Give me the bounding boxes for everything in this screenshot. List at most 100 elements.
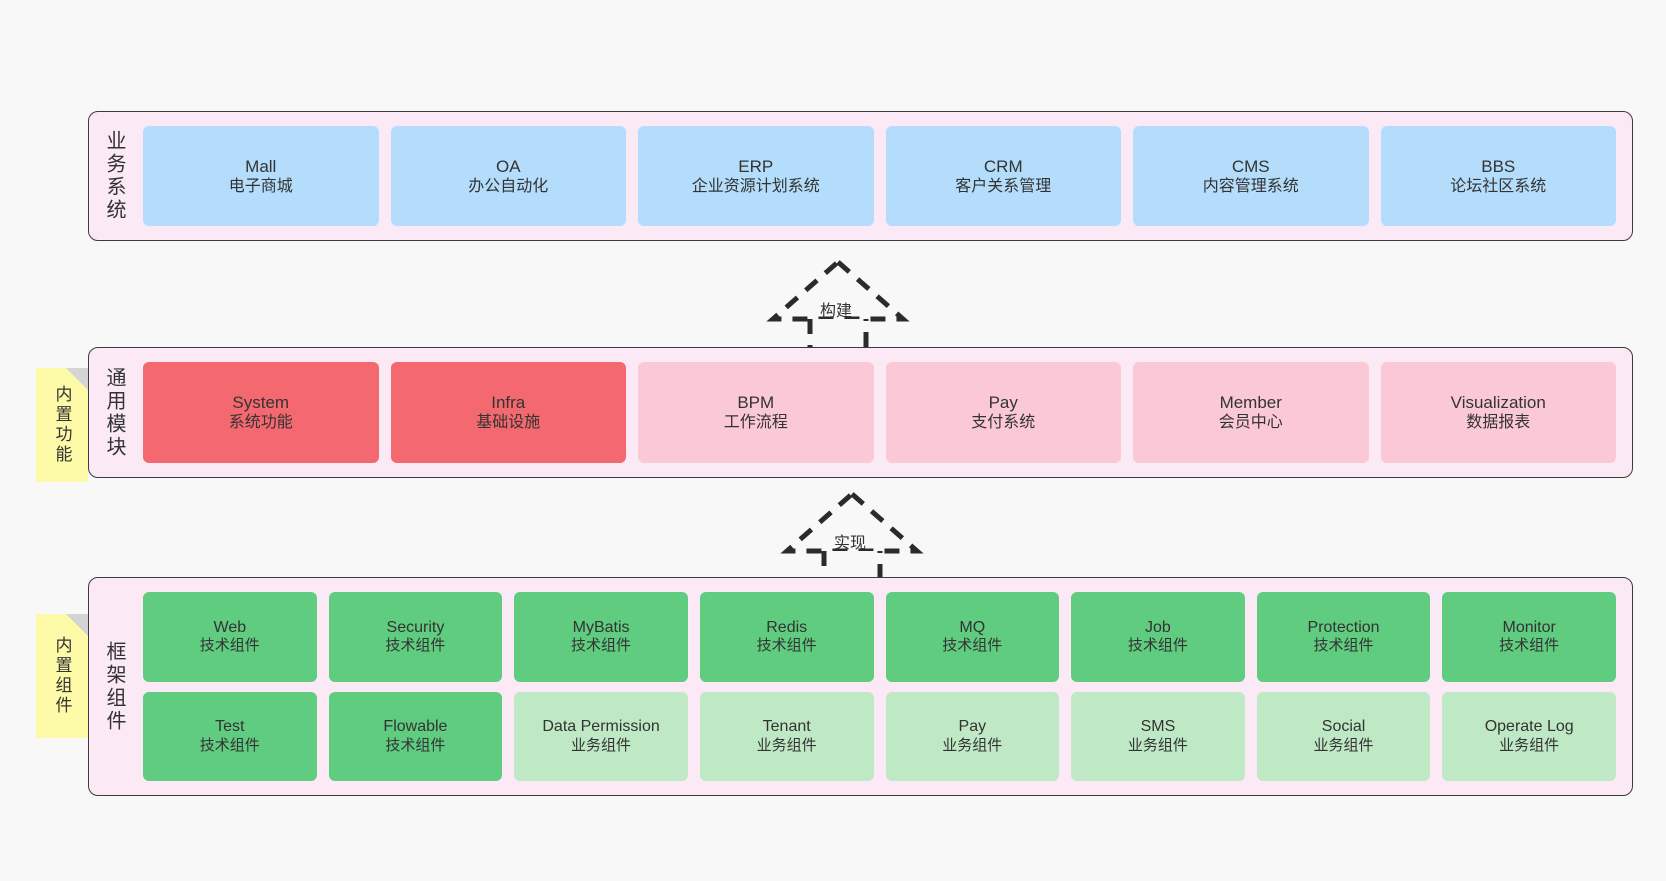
node-erp[interactable]: ERP 企业资源计划系统 bbox=[638, 126, 874, 226]
node-subtitle: 业务组件 bbox=[571, 736, 632, 754]
node-subtitle: 技术组件 bbox=[385, 736, 446, 754]
layer-title-framework: 框架组件 bbox=[103, 640, 125, 733]
node-title: Social bbox=[1321, 718, 1366, 736]
node-infra[interactable]: Infra 基础设施 bbox=[390, 362, 626, 463]
node-redis[interactable]: Redis 技术组件 bbox=[699, 592, 874, 682]
node-subtitle: 业务组件 bbox=[1127, 736, 1188, 754]
node-title: Mall bbox=[245, 156, 277, 176]
node-monitor[interactable]: Monitor 技术组件 bbox=[1442, 592, 1616, 682]
layer-common-modules: 通用模块 System 系统功能 Infra 基础设施 BPM 工作流程 Pay… bbox=[88, 347, 1633, 478]
node-subtitle: 技术组件 bbox=[199, 736, 260, 754]
node-title: Operate Log bbox=[1484, 718, 1574, 736]
node-subtitle: 技术组件 bbox=[942, 637, 1003, 655]
node-oa[interactable]: OA 办公自动化 bbox=[390, 126, 626, 226]
node-title: CRM bbox=[983, 156, 1023, 176]
connector-implement: 实现 bbox=[772, 489, 932, 592]
node-title: CMS bbox=[1231, 156, 1270, 176]
node-bbs[interactable]: BBS 论坛社区系统 bbox=[1380, 126, 1616, 226]
node-visualization[interactable]: Visualization 数据报表 bbox=[1380, 362, 1616, 463]
node-subtitle: 技术组件 bbox=[385, 637, 446, 655]
node-test[interactable]: Test 技术组件 bbox=[143, 691, 317, 781]
node-title: Protection bbox=[1307, 618, 1380, 636]
node-crm[interactable]: CRM 客户关系管理 bbox=[885, 126, 1121, 226]
node-subtitle: 技术组件 bbox=[571, 637, 632, 655]
node-cms[interactable]: CMS 内容管理系统 bbox=[1133, 126, 1369, 226]
node-subtitle: 技术组件 bbox=[199, 637, 260, 655]
common-node-grid: System 系统功能 Infra 基础设施 BPM 工作流程 Pay 支付系统… bbox=[139, 348, 1632, 477]
node-operate-log[interactable]: Operate Log 业务组件 bbox=[1442, 691, 1616, 781]
node-title: BPM bbox=[737, 393, 775, 413]
node-subtitle: 技术组件 bbox=[756, 637, 817, 655]
node-subtitle: 论坛社区系统 bbox=[1450, 177, 1547, 195]
node-title: Monitor bbox=[1502, 618, 1556, 636]
node-title: BBS bbox=[1481, 156, 1516, 176]
layer-title-common: 通用模块 bbox=[103, 366, 125, 459]
node-title: Tenant bbox=[762, 718, 811, 736]
node-subtitle: 业务组件 bbox=[1313, 736, 1374, 754]
node-subtitle: 内容管理系统 bbox=[1202, 177, 1299, 195]
node-mq[interactable]: MQ 技术组件 bbox=[885, 592, 1060, 682]
node-title: Web bbox=[213, 618, 247, 636]
node-title: Redis bbox=[766, 618, 808, 636]
node-subtitle: 技术组件 bbox=[1499, 637, 1560, 655]
node-title: SMS bbox=[1140, 718, 1176, 736]
node-title: MyBatis bbox=[572, 618, 630, 636]
node-title: MQ bbox=[959, 618, 986, 636]
node-title: ERP bbox=[738, 156, 774, 176]
connector-build: 构建 bbox=[758, 257, 918, 360]
node-system[interactable]: System 系统功能 bbox=[143, 362, 379, 463]
node-mall[interactable]: Mall 电子商城 bbox=[143, 126, 379, 226]
node-pay-component[interactable]: Pay 业务组件 bbox=[885, 691, 1060, 781]
node-title: Test bbox=[215, 718, 245, 736]
layer-framework-components: 框架组件 Web 技术组件 Security 技术组件 MyBatis 技术组件… bbox=[88, 577, 1633, 796]
node-subtitle: 客户关系管理 bbox=[955, 177, 1052, 195]
sticky-note-builtin-features: 内置功能 bbox=[36, 368, 88, 482]
node-subtitle: 技术组件 bbox=[1313, 637, 1374, 655]
framework-node-grid: Web 技术组件 Security 技术组件 MyBatis 技术组件 Redi… bbox=[139, 578, 1632, 795]
node-subtitle: 企业资源计划系统 bbox=[691, 177, 820, 195]
node-subtitle: 会员中心 bbox=[1218, 414, 1283, 432]
node-title: Infra bbox=[491, 393, 526, 413]
node-subtitle: 工作流程 bbox=[723, 414, 788, 432]
node-title: Pay bbox=[958, 718, 987, 736]
business-node-grid: Mall 电子商城 OA 办公自动化 ERP 企业资源计划系统 CRM 客户关系… bbox=[139, 112, 1632, 240]
node-subtitle: 业务组件 bbox=[756, 736, 817, 754]
node-bpm[interactable]: BPM 工作流程 bbox=[638, 362, 874, 463]
node-job[interactable]: Job 技术组件 bbox=[1071, 592, 1245, 682]
node-security[interactable]: Security 技术组件 bbox=[328, 592, 503, 682]
node-title: Member bbox=[1219, 393, 1282, 413]
node-subtitle: 基础设施 bbox=[476, 414, 541, 432]
connector-label-implement: 实现 bbox=[834, 535, 867, 552]
node-title: Pay bbox=[988, 393, 1018, 413]
node-title: Security bbox=[386, 618, 445, 636]
node-social[interactable]: Social 业务组件 bbox=[1256, 691, 1431, 781]
node-title: Data Permission bbox=[542, 718, 660, 736]
sticky-note-builtin-components: 内置组件 bbox=[36, 614, 88, 738]
node-web[interactable]: Web 技术组件 bbox=[143, 592, 317, 682]
node-pay-module[interactable]: Pay 支付系统 bbox=[885, 362, 1121, 463]
node-protection[interactable]: Protection 技术组件 bbox=[1256, 592, 1431, 682]
layer-business-systems: 业务系统 Mall 电子商城 OA 办公自动化 ERP 企业资源计划系统 CRM… bbox=[88, 111, 1633, 241]
node-title: Job bbox=[1145, 618, 1171, 636]
node-subtitle: 支付系统 bbox=[971, 414, 1036, 432]
sticky-note-label: 内置组件 bbox=[52, 636, 72, 716]
node-title: System bbox=[232, 393, 290, 413]
node-tenant[interactable]: Tenant 业务组件 bbox=[699, 691, 874, 781]
node-sms[interactable]: SMS 业务组件 bbox=[1071, 691, 1245, 781]
node-title: Flowable bbox=[383, 718, 448, 736]
node-title: OA bbox=[495, 156, 521, 176]
layer-title-business: 业务系统 bbox=[103, 130, 125, 222]
node-subtitle: 电子商城 bbox=[228, 177, 293, 195]
node-subtitle: 业务组件 bbox=[1499, 736, 1560, 754]
node-member[interactable]: Member 会员中心 bbox=[1133, 362, 1369, 463]
connector-label-build: 构建 bbox=[820, 303, 853, 320]
node-data-permission[interactable]: Data Permission 业务组件 bbox=[514, 691, 688, 781]
sticky-note-label: 内置功能 bbox=[52, 385, 72, 465]
node-subtitle: 系统功能 bbox=[228, 414, 293, 432]
arrowhead-triangle-icon bbox=[780, 490, 924, 554]
node-mybatis[interactable]: MyBatis 技术组件 bbox=[514, 592, 688, 682]
node-flowable[interactable]: Flowable 技术组件 bbox=[328, 691, 503, 781]
node-subtitle: 办公自动化 bbox=[468, 177, 549, 195]
arrowhead-triangle-icon bbox=[766, 258, 910, 322]
node-subtitle: 数据报表 bbox=[1466, 414, 1531, 432]
